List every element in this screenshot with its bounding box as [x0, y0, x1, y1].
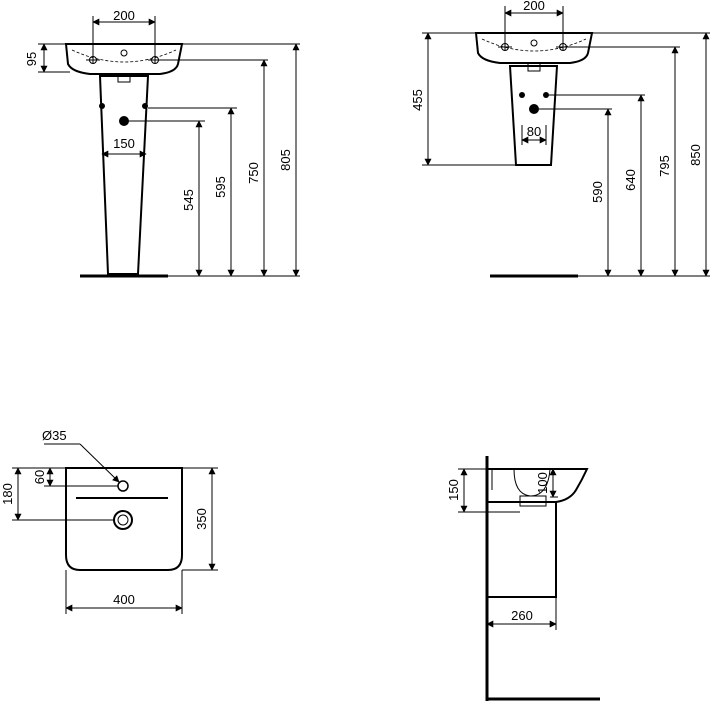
semi-pedestal-side-outline — [487, 501, 557, 598]
dimension-label: 350 — [194, 508, 209, 530]
basin-outline — [474, 32, 594, 64]
dimension-label: 260 — [511, 608, 533, 623]
dimension-label: 150 — [113, 136, 135, 151]
top-view: Ø35 60 180 350 400 — [0, 428, 218, 614]
dimension-label: 400 — [113, 592, 135, 607]
dimension-label: 180 — [0, 483, 15, 505]
dimension-label: 590 — [590, 181, 605, 203]
tap-hole — [117, 480, 129, 492]
dimension-label: 595 — [213, 176, 228, 198]
pedestal-outline — [98, 75, 150, 275]
dimension-label: 80 — [527, 124, 541, 139]
semi-pedestal-outline — [508, 65, 559, 166]
dimension-label: 805 — [278, 149, 293, 171]
dimension-label: 95 — [24, 52, 39, 66]
dimension-label: 200 — [523, 0, 545, 13]
dimension-label: 795 — [657, 155, 672, 177]
dimension-label: 200 — [113, 8, 135, 23]
water-supply-point — [543, 92, 549, 98]
tap-hole-marker — [120, 49, 128, 57]
water-supply-point — [519, 92, 525, 98]
dimension-label: 455 — [410, 89, 425, 111]
basin-side-outline — [487, 468, 589, 503]
dimension-label: 750 — [246, 162, 261, 184]
dimension-label: Ø35 — [42, 428, 67, 443]
dimension-label: 545 — [181, 189, 196, 211]
waste-outlet-point — [529, 104, 539, 114]
dimension-label: 150 — [446, 479, 461, 501]
dimension-label: 850 — [688, 144, 703, 166]
side-view: 150 100 260 — [446, 456, 600, 701]
dimension-label: 100 — [535, 472, 550, 494]
waste-outlet-point — [119, 116, 129, 126]
pedestal-front-view: 200 95 150 545 595 750 805 — [24, 8, 300, 278]
dimension-label: 60 — [32, 470, 47, 484]
dimension-label: 640 — [623, 169, 638, 191]
basin-outline — [64, 43, 184, 75]
basin-plan-outline — [65, 467, 183, 571]
water-supply-point — [99, 103, 105, 109]
water-supply-point — [142, 103, 148, 109]
semi-pedestal-front-view: 200 455 80 590 640 795 850 — [410, 0, 710, 278]
waste-hole — [113, 510, 133, 530]
tap-hole-marker — [530, 39, 538, 47]
